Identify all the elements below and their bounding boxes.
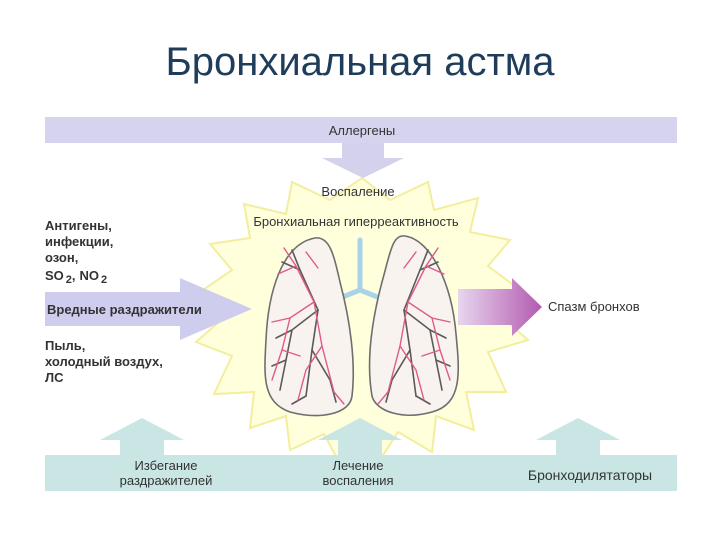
so-subscript: 2 (66, 274, 72, 286)
spasm-arrow (458, 278, 542, 336)
allergen-bar (45, 117, 677, 143)
avoid-line-2: раздражителей (120, 473, 213, 488)
antigens-line-3: озон, (45, 250, 78, 265)
treatment-line-1: Лечение (332, 458, 383, 473)
irritants-arrow (45, 278, 252, 340)
no-subscript: 2 (101, 274, 107, 286)
dust-line-2: холодный воздух, (45, 354, 163, 369)
treatment-line-2: воспаления (322, 473, 393, 488)
antigens-line-2: инфекции, (45, 234, 113, 249)
slide-title: Бронхиальная астма (165, 40, 555, 84)
spasm-label: Спазм бронхов (548, 299, 640, 314)
treat-inflammation-arrow (318, 418, 402, 456)
no-text: NO (80, 268, 100, 283)
dust-line-1: Пыль, (45, 338, 85, 353)
allergen-arrow (322, 143, 404, 178)
inflammation-label: Воспаление (321, 184, 394, 199)
avoid-line-1: Избегание (134, 458, 197, 473)
hyperreactivity-label: Бронхиальная гиперреактивность (253, 214, 459, 229)
treatment-bar (45, 455, 677, 491)
irritants-label: Вредные раздражители (47, 302, 202, 317)
left-lung (264, 237, 355, 417)
gases-comma: , (72, 268, 76, 283)
bronchodilators-label: Бронходилятаторы (528, 467, 652, 483)
bronchodilators-arrow (536, 418, 620, 456)
right-lung (368, 235, 460, 416)
avoid-irritants-arrow (100, 418, 184, 456)
allergen-label: Аллергены (329, 123, 396, 138)
antigens-line-1: Антигены, (45, 218, 112, 233)
dust-line-3: ЛС (45, 370, 64, 385)
so-text: SO (45, 268, 64, 283)
